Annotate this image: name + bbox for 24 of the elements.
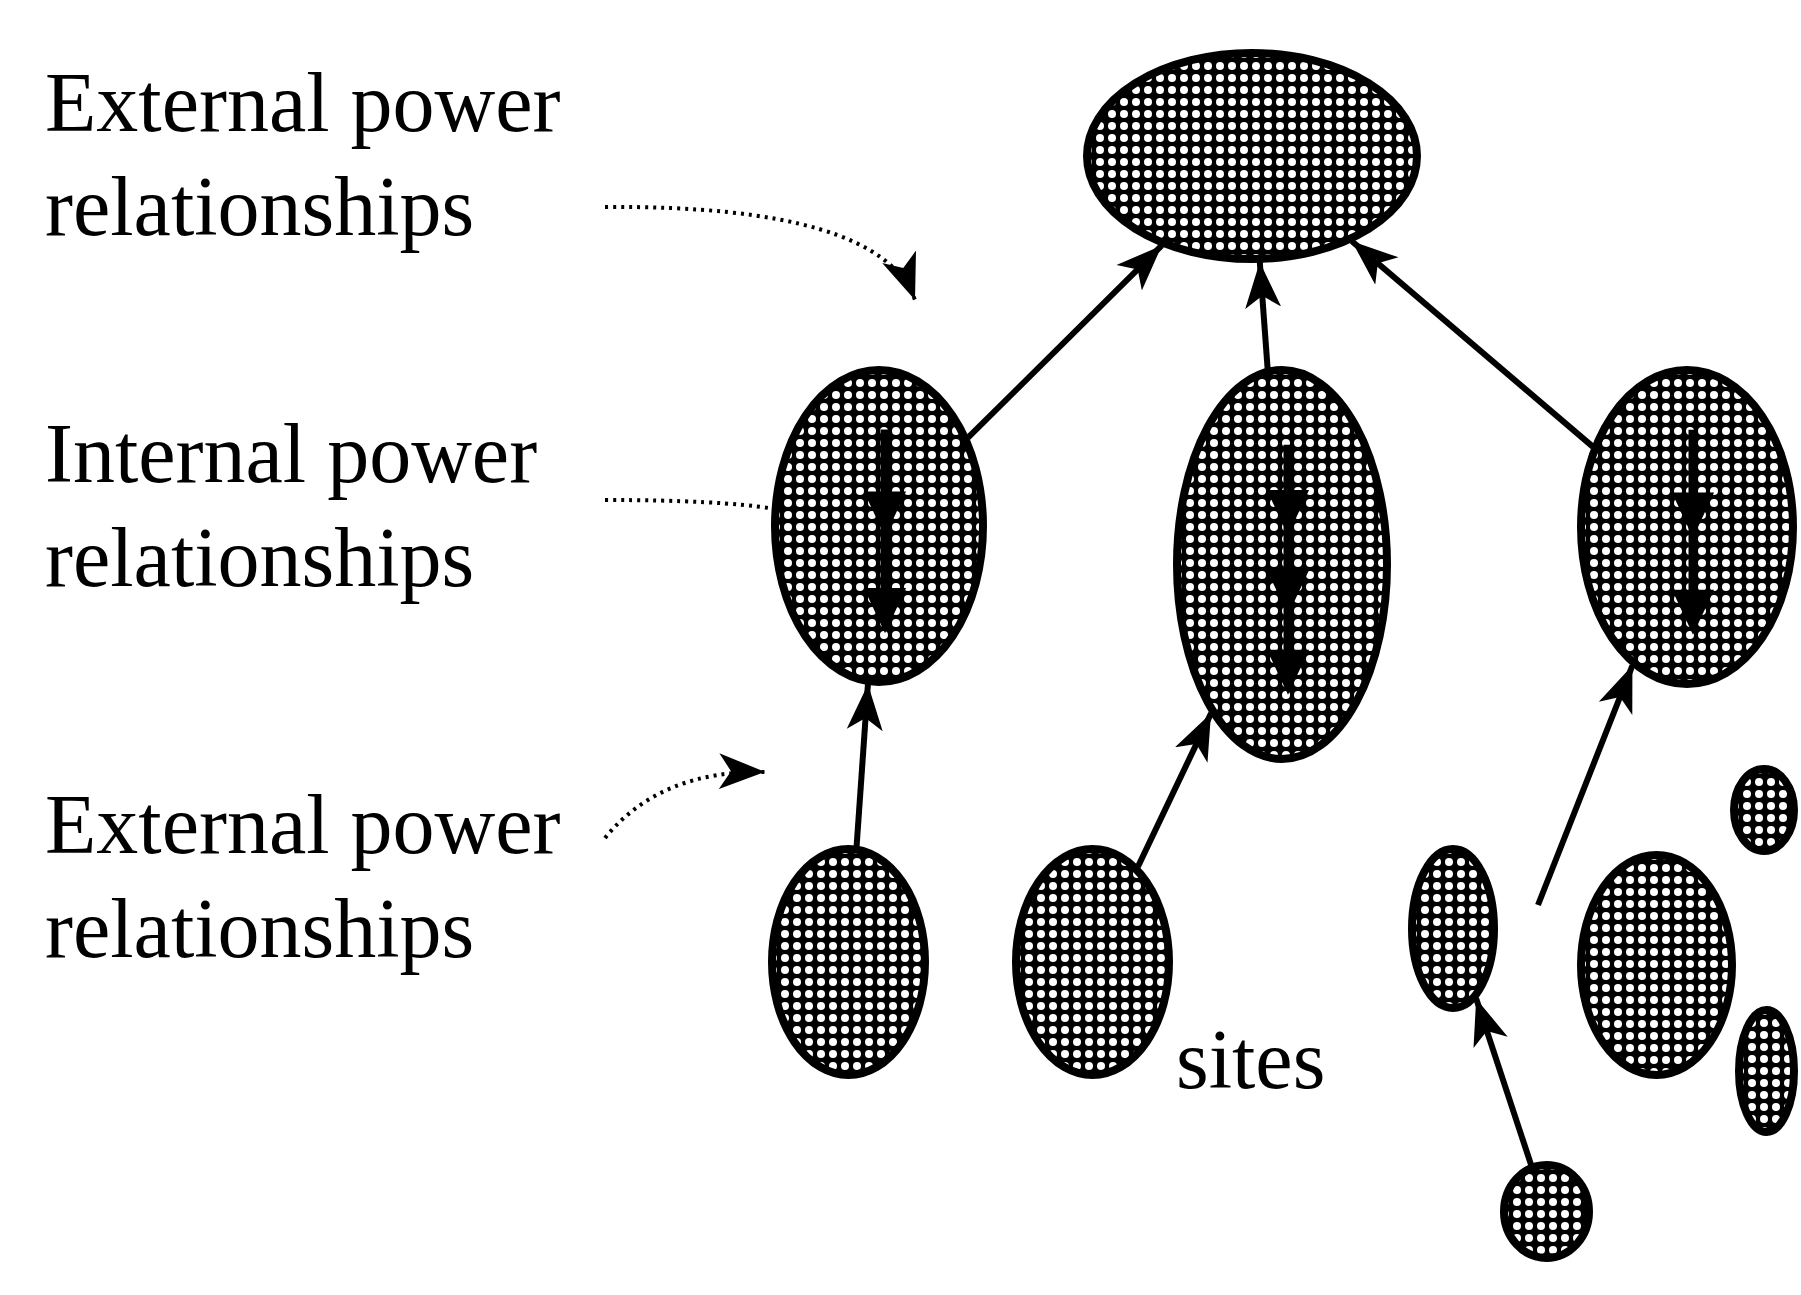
dotted-blob: [1011, 844, 1174, 1080]
callout-text: External power relationships: [45, 773, 605, 981]
arrow: [846, 683, 883, 847]
dotted-blob: [1172, 365, 1392, 764]
dotted-blob: [1576, 850, 1737, 1080]
arrow: [1135, 712, 1214, 869]
callout-text: External power relationships: [45, 51, 605, 259]
dotted-blob: [1576, 365, 1798, 689]
arrow: [1245, 261, 1282, 369]
arrow: [1349, 238, 1595, 449]
dotted-blob: [1082, 48, 1422, 264]
arrow: [965, 243, 1164, 440]
leader-line: [605, 205, 917, 301]
arrow: [1535, 664, 1636, 907]
leader-line: [603, 754, 766, 840]
dotted-blob: [1407, 844, 1499, 1013]
sites-label: sites: [1176, 1012, 1326, 1108]
arrow: [1473, 997, 1534, 1166]
dotted-blob: [1499, 1160, 1594, 1263]
callout-text: Internal power relationships: [45, 402, 605, 610]
dotted-blob: [767, 844, 930, 1080]
dotted-blob: [1729, 764, 1799, 856]
dotted-blob: [770, 365, 988, 687]
dotted-blob: [1734, 1005, 1799, 1137]
